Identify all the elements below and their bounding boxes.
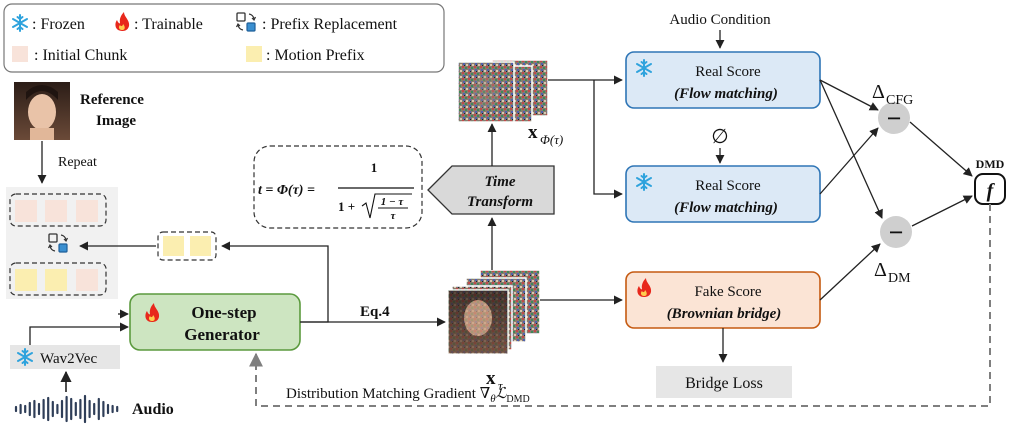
chunk-panel (6, 187, 118, 299)
audio-condition-label: Audio Condition (669, 12, 771, 28)
legend-prefix-replacement: : Prefix Replacement (262, 16, 398, 33)
real-score-1-title: Real Score (695, 64, 761, 80)
real-score-2-subtitle: (Flow matching) (674, 200, 778, 216)
legend-trainable: : Trainable (134, 16, 203, 33)
legend-frozen: : Frozen (32, 16, 85, 33)
real-score-box-1: Real Score (Flow matching) (625, 51, 821, 109)
dmg-label: Distribution Matching Gradient ∇θℒDMD (286, 386, 530, 405)
formula-lhs: t = Φ(τ) = (258, 183, 315, 198)
initial-chunk-swatch (12, 46, 28, 62)
dmg-text: Distribution Matching Gradient ∇ (286, 386, 490, 402)
legend-initial-chunk: : Initial Chunk (34, 47, 127, 64)
x-phi-base: x (528, 122, 538, 143)
wav2vec-box: Wav2Vec (10, 345, 120, 369)
delta-cfg-sub: CFG (886, 93, 913, 108)
x-phi-sub: Φ(τ) (540, 132, 563, 147)
formula-sqrt-den: τ (391, 210, 397, 222)
eq4-label: Eq.4 (360, 304, 390, 320)
bridge-loss-label: Bridge Loss (685, 375, 763, 392)
dmd-f-symbol: f (987, 180, 996, 202)
time-transform-formula: t = Φ(τ) = 1 1 + 1 − τ τ (253, 145, 423, 229)
dmg-L: ℒ (496, 386, 508, 402)
audio-label: Audio (132, 401, 174, 418)
dmd-gradient-path (249, 204, 991, 407)
formula-numerator: 1 (371, 160, 378, 175)
repeat-label: Repeat (58, 155, 97, 170)
delta-dm-sub: DM (888, 271, 911, 286)
fake-score-title: Fake Score (694, 284, 761, 300)
legend: : Frozen : Trainable : Prefix Replacemen… (3, 3, 445, 73)
generator-label-line1: One-step (191, 303, 256, 322)
formula-sqrt-num: 1 − τ (381, 196, 405, 208)
delta-dm-base: Δ (874, 259, 887, 281)
dmg-theta: θ (490, 393, 496, 405)
generator-label-line2: Generator (184, 325, 260, 344)
dmd-label: DMD (976, 157, 1005, 171)
time-transform-line2: Transform (467, 194, 533, 210)
motion-prefix-swatch (246, 46, 262, 62)
empty-set-symbol: ∅ (711, 126, 728, 148)
time-transform-line1: Time (484, 174, 515, 190)
dmg-sub: DMD (506, 394, 529, 405)
x-phi-image-stack (457, 59, 549, 123)
wav2vec-label: Wav2Vec (40, 351, 97, 367)
dm-minus-symbol: − (889, 218, 904, 247)
motion-prefix-output (157, 231, 217, 261)
fake-score-subtitle: (Brownian bridge) (667, 306, 782, 322)
fake-score-box: Fake Score (Brownian bridge) (625, 271, 821, 329)
audio-waveform (14, 394, 119, 424)
one-step-generator: One-step Generator (129, 293, 301, 351)
real-score-1-subtitle: (Flow matching) (674, 86, 778, 102)
real-score-box-2: Real Score (Flow matching) (625, 165, 821, 223)
reference-image (14, 82, 70, 140)
reference-label-line2: Image (96, 113, 136, 129)
cfg-minus-symbol: − (887, 104, 902, 133)
cfg-minus-node: − (878, 102, 910, 134)
dmd-function-box: f (974, 173, 1006, 205)
dm-minus-node: − (880, 216, 912, 248)
reference-label-line1: Reference (80, 92, 144, 108)
x-tau-image-stack (447, 269, 541, 355)
x-tau-base: x (486, 368, 496, 389)
formula-denom-prefix: 1 + (338, 199, 355, 214)
time-transform-block: Time Transform (427, 165, 555, 215)
legend-motion-prefix: : Motion Prefix (266, 47, 365, 64)
x-tau-sub: τ (498, 378, 504, 393)
delta-cfg-base: Δ (872, 81, 885, 103)
real-score-2-title: Real Score (695, 178, 761, 194)
bridge-loss-box: Bridge Loss (656, 366, 792, 398)
